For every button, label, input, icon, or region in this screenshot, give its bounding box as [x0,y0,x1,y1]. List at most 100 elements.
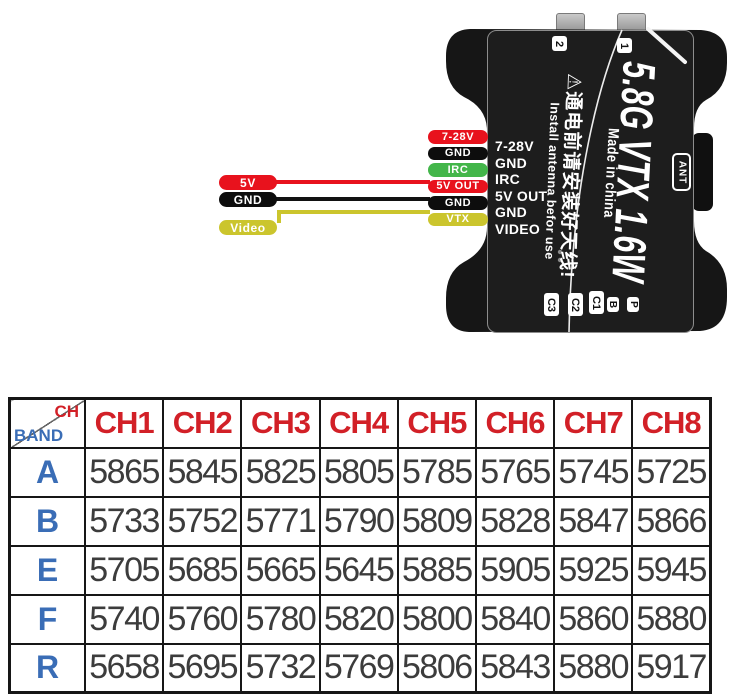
freq-cell: 5820 [318,593,399,645]
freq-cell: 5917 [631,642,712,694]
device-button-c1: C1 [589,291,604,314]
freq-cell: 5705 [83,544,165,596]
input-pin-pill-gnd: GND [219,192,277,207]
device-pin-pill-vtx: VTX [428,212,488,226]
freq-cell: 5740 [83,593,165,645]
freq-cell: 5945 [631,544,712,596]
freq-cell: 5645 [318,544,399,596]
freq-cell: 5685 [162,544,243,596]
device-pin-pill-5v-out: 5V OUT [428,179,488,193]
device-button-label: C1 [590,295,603,310]
freq-cell: 5665 [240,544,321,596]
device-button-b: B [607,297,619,312]
freq-cell: 5840 [474,593,556,645]
pcb-pin-label: 5V OUT [495,187,548,204]
band-label-f: F [8,593,86,645]
pcb-pin-label: IRC [495,171,521,188]
ant-connector-label: ANT [672,153,691,191]
pcb-pin-label: VIDEO [495,220,541,237]
device-button-label: B [607,300,619,309]
freq-cell: 5800 [396,593,477,645]
freq-cell: 5695 [162,642,243,694]
channel-header-ch7: CH7 [553,397,634,449]
pcb-pin-label: GND [495,154,528,171]
freq-cell: 5765 [474,446,556,498]
freq-cell: 5865 [83,446,165,498]
antenna-tab [692,133,713,211]
port-number: 2 [553,40,566,47]
device-pin-pill-gnd: GND [428,146,488,160]
freq-cell: 5925 [553,544,634,596]
port-badge-1: 1 [617,38,632,53]
freq-cell: 5866 [631,495,712,547]
wire-video-horizontal [277,210,430,214]
freq-cell: 5760 [162,593,243,645]
freq-cell: 5847 [553,495,634,547]
freq-cell: 5658 [83,642,165,694]
freq-cell: 5860 [553,593,634,645]
freq-cell: 5885 [396,544,477,596]
port-number: 1 [618,42,631,49]
input-pin-pill-5v: 5V [219,175,277,190]
input-pin-pills: 5V GND Video [219,175,278,235]
freq-cell: 5771 [240,495,321,547]
channel-header-ch8: CH8 [631,397,712,449]
freq-cell: 5880 [631,593,712,645]
corner-cell: CH BAND [8,397,86,449]
device-button-c3: C3 [544,293,559,316]
device-button-p: P [627,297,639,312]
band-label-e: E [8,544,86,596]
device-button-c2: C2 [568,293,583,316]
wire-video-bend [277,210,281,223]
band-label-a: A [8,446,86,498]
freq-cell: 5752 [162,495,243,547]
freq-cell: 5843 [474,642,556,694]
corner-ch-label: CH [54,402,79,421]
device-pin-pill-gnd: GND [428,196,488,210]
ant-label-text: ANT [676,160,687,184]
channel-header-ch5: CH5 [396,397,477,449]
device-button-label: P [627,301,639,308]
freq-cell: 5880 [553,642,634,694]
channel-header-ch4: CH4 [318,397,399,449]
band-label-r: R [8,642,86,694]
freq-cell: 5805 [318,446,399,498]
wire-gnd [274,197,430,201]
freq-cell: 5785 [396,446,477,498]
wire-5v [272,180,430,184]
channel-header-ch3: CH3 [240,397,321,449]
channel-header-ch2: CH2 [162,397,243,449]
corner-highlight [646,27,687,64]
corner-band-label: BAND [14,425,64,445]
device-pin-pills: 7-28V GND IRC 5V OUT GND VTX [428,130,488,226]
channel-header-ch6: CH6 [474,397,556,449]
device-button-label: C3 [545,297,558,312]
connector-tab-2 [556,13,585,35]
freq-cell: 5809 [396,495,477,547]
pcb-pin-label: 7-28V [495,138,534,154]
pcb-pin-label: GND [495,204,528,221]
connector-tab-1 [617,13,646,35]
input-pin-pill-video: Video [219,220,277,235]
device-pin-pill-7-28v: 7-28V [428,130,488,144]
freq-cell: 5905 [474,544,556,596]
freq-cell: 5828 [474,495,556,547]
freq-cell: 5733 [83,495,165,547]
freq-cell: 5732 [240,642,321,694]
freq-cell: 5845 [162,446,243,498]
freq-cell: 5790 [318,495,399,547]
device-button-label: C2 [569,297,582,312]
band-label-b: B [8,495,86,547]
freq-cell: 5769 [318,642,399,694]
channel-header-ch1: CH1 [83,397,165,449]
freq-cell: 5780 [240,593,321,645]
device-pin-pill-irc: IRC [428,163,488,177]
freq-cell: 5825 [240,446,321,498]
